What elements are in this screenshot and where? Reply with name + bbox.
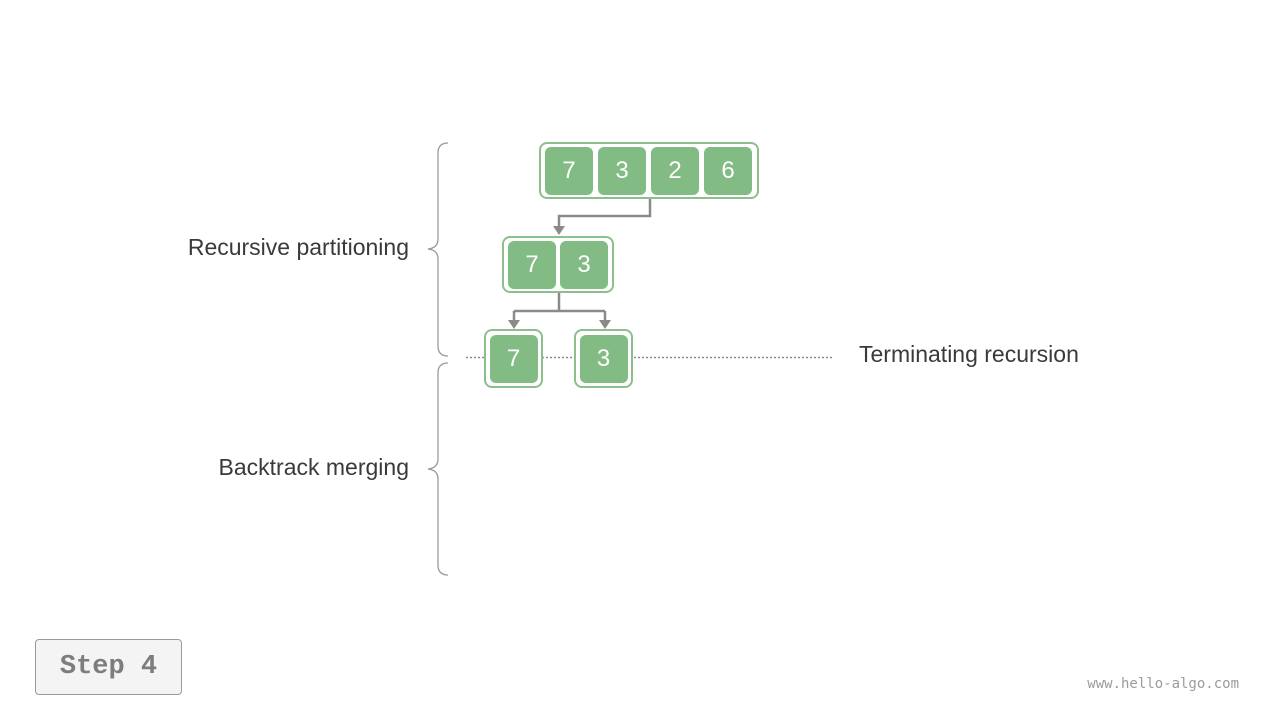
- terminating-recursion-label: Terminating recursion: [859, 341, 1079, 367]
- array-cell: 3: [560, 240, 608, 289]
- backtrack-merging-label: Backtrack merging: [218, 454, 409, 480]
- arrow-level1-to-leaves: [512, 292, 607, 322]
- array-cell: 2: [651, 146, 699, 195]
- array-level1: 7 3: [502, 236, 614, 293]
- step-indicator: Step 4: [35, 639, 182, 695]
- array-cell: 7: [508, 240, 556, 289]
- array-root: 7 3 2 6: [539, 142, 759, 199]
- array-cell: 3: [598, 146, 646, 195]
- array-cell: 7: [489, 334, 538, 383]
- arrowhead-leaf-right: [599, 320, 611, 329]
- arrowhead-leaf-left: [508, 320, 520, 329]
- brace-partitioning: [427, 142, 449, 357]
- watermark: www.hello-algo.com: [1087, 676, 1239, 692]
- array-cell: 3: [579, 334, 628, 383]
- array-cell: 7: [545, 146, 593, 195]
- arrowhead-level1: [553, 226, 565, 235]
- array-cell: 6: [704, 146, 752, 195]
- arrow-root-to-level1: [557, 198, 652, 228]
- brace-merging: [427, 362, 449, 576]
- array-leaf-left: 7: [484, 329, 543, 388]
- array-leaf-right: 3: [574, 329, 633, 388]
- recursive-partitioning-label: Recursive partitioning: [187, 234, 409, 260]
